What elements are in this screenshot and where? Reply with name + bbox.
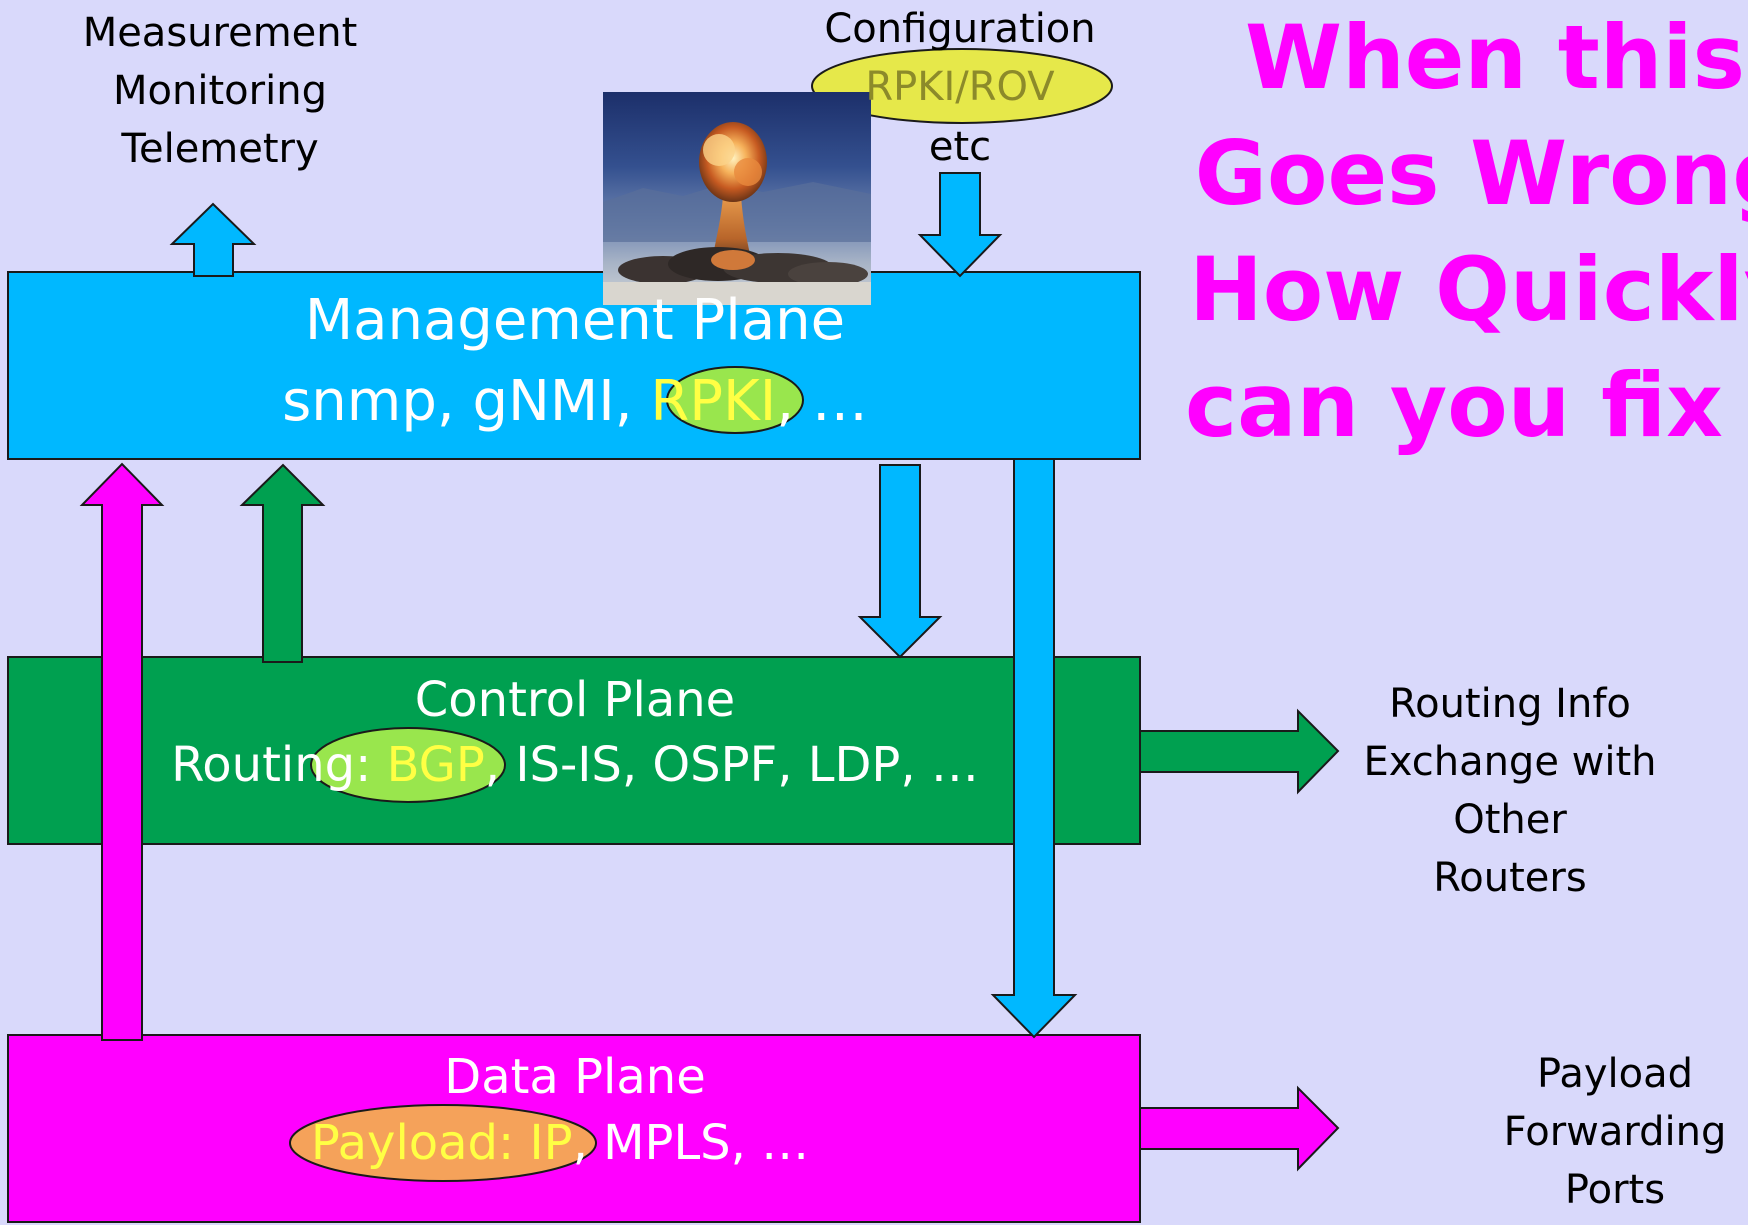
measurement-arrow-up [169,202,257,277]
headline-line-3: How Quickly [1189,238,1748,341]
payload-forwarding-label: Payload Forwarding Ports [1460,1045,1748,1219]
data-to-management-arrow [79,462,165,1041]
control-to-management-arrow [239,463,326,663]
explosion-image [603,92,871,305]
headline-line-1: When this [1245,6,1745,109]
payload-line-2: Forwarding [1503,1109,1727,1155]
payload-line-3: Ports [1564,1167,1666,1213]
routing-info-label: Routing Info Exchange with Other Routers [1330,675,1690,907]
payload-ip-highlight [289,1104,597,1182]
control-protocols-highlight: BGP [386,737,485,793]
rpki-highlight [666,366,804,434]
rpki-rov-highlight [811,48,1113,124]
management-protocols-prefix: snmp, gNMI, [282,369,651,434]
control-plane-title: Control Plane [414,672,736,728]
configuration-title: Configuration [824,6,1096,52]
management-protocols-highlight: RPKI [650,369,777,434]
rpki-rov-label: RPKI/ROV [865,64,1055,110]
payload-forwarding-arrow [1139,1085,1340,1172]
measurement-label: Measurement Monitoring Telemetry [60,4,380,178]
management-plane-title: Management Plane [304,288,846,353]
payload-line-1: Payload [1537,1051,1693,1097]
management-to-control-arrow [857,464,943,659]
routing-info-line-2: Exchange with [1363,739,1657,785]
routing-info-line-1: Routing Info [1389,681,1631,727]
control-plane-protocols: Routing: BGP, IS-IS, OSPF, LDP, … [120,737,1030,795]
bgp-highlight [310,727,506,803]
management-to-data-arrow [990,458,1078,1039]
routing-info-line-3: Other [1453,797,1567,843]
control-plane-box [7,656,1141,845]
measurement-line-2: Monitoring [113,68,327,114]
control-protocols-prefix: Routing: [171,737,387,793]
management-plane-box [7,271,1141,460]
configuration-arrow-down [917,172,1003,278]
data-plane-protocols: Payload: IP, MPLS, … [250,1115,870,1173]
control-protocols-suffix: , IS-IS, OSPF, LDP, … [484,737,979,793]
routing-info-arrow [1139,708,1340,795]
headline-line-2: Goes Wrong [1194,122,1748,225]
management-plane-protocols: snmp, gNMI, RPKI, … [160,368,990,435]
data-protocols-suffix: , MPLS, … [572,1115,810,1171]
management-protocols-suffix: , … [776,369,868,434]
configuration-etc: etc [928,124,992,170]
routing-info-line-4: Routers [1433,855,1587,901]
headline-line-4: can you fix it [1185,354,1748,457]
headline: When this Goes Wrong How Quickly can you… [1185,0,1748,464]
measurement-line-3: Telemetry [121,126,319,172]
data-protocols-highlight: Payload: IP [310,1115,573,1171]
data-plane-title: Data Plane [444,1049,706,1105]
measurement-line-1: Measurement [82,10,358,56]
